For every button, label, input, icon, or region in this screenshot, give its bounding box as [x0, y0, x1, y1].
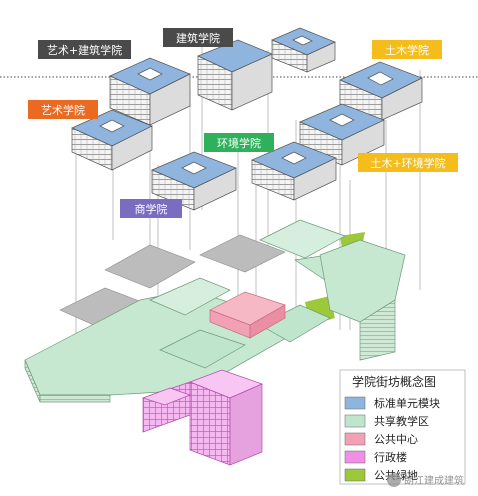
legend-item: 公共中心: [344, 432, 418, 446]
svg-text:土木学院: 土木学院: [385, 43, 429, 57]
svg-text:行政楼: 行政楼: [374, 450, 407, 464]
tower-civil: [339, 61, 423, 121]
tower-art-arch: [109, 57, 191, 126]
tag-business: 商学院: [120, 199, 182, 218]
svg-text:朗江建成建筑: 朗江建成建筑: [404, 474, 464, 487]
tag-civil-env: 土木+环境学院: [358, 153, 458, 172]
svg-text:公共中心: 公共中心: [374, 433, 418, 446]
svg-text:土木+环境学院: 土木+环境学院: [370, 156, 445, 170]
tag-architecture: 建筑学院: [163, 28, 233, 47]
svg-text:标准单元模块: 标准单元模块: [374, 396, 440, 410]
tag-civil: 土木学院: [372, 40, 442, 59]
legend-item: 标准单元模块: [344, 396, 440, 410]
tower-civil-env: [299, 103, 385, 166]
legend: 学院街坊概念图 标准单元模块 共享教学区 公共中心 行政楼 公共绿地: [339, 369, 466, 485]
watermark-logo-icon: [387, 473, 401, 487]
public-center-block: [209, 291, 286, 339]
tag-art-arch: 艺术+建筑学院: [38, 40, 131, 59]
tag-environment: 环境学院: [204, 133, 274, 152]
tower-architecture-2: [271, 27, 336, 73]
svg-text:建筑学院: 建筑学院: [176, 31, 220, 45]
svg-text:艺术+建筑学院: 艺术+建筑学院: [47, 43, 122, 57]
tag-art: 艺术学院: [28, 100, 98, 119]
tower-architecture: [197, 39, 273, 111]
svg-text:共享教学区: 共享教学区: [374, 414, 429, 428]
tower-business: [151, 151, 237, 211]
legend-title: 学院街坊概念图: [352, 374, 436, 389]
legend-item: 共享教学区: [344, 414, 429, 428]
svg-text:商学院: 商学院: [135, 202, 168, 216]
watermark: 朗江建成建筑: [387, 473, 464, 487]
admin-building: [141, 369, 263, 466]
ground-footprints: [59, 234, 286, 331]
legend-item: 行政楼: [344, 450, 407, 464]
svg-text:环境学院: 环境学院: [217, 136, 261, 150]
svg-text:艺术学院: 艺术学院: [41, 103, 85, 117]
